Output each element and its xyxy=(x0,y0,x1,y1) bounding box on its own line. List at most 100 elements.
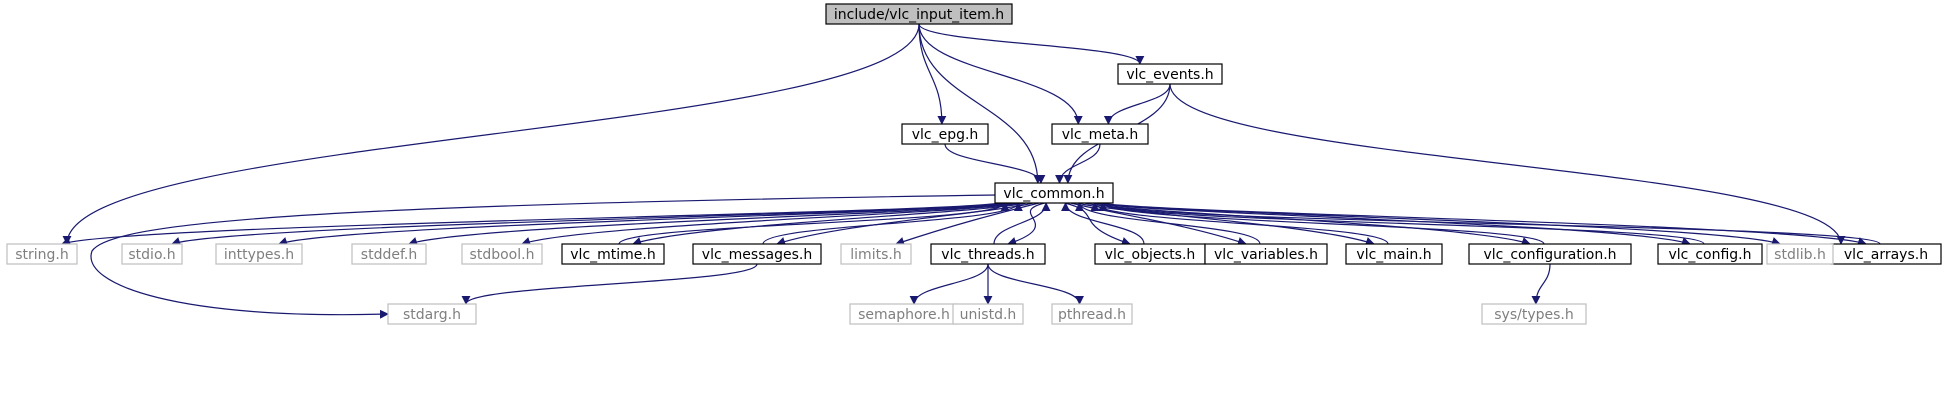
node-mtime[interactable]: vlc_mtime.h xyxy=(561,243,665,265)
edge-configuration-to-common xyxy=(1098,202,1545,245)
node-common[interactable]: vlc_common.h xyxy=(994,182,1114,204)
node-objects[interactable]: vlc_objects.h xyxy=(1094,243,1206,265)
node-configuration-label: vlc_configuration.h xyxy=(1483,247,1616,263)
node-main-label: vlc_main.h xyxy=(1356,247,1431,263)
edge-events-to-arrays xyxy=(1169,83,1846,245)
node-stddef: stddef.h xyxy=(351,243,427,265)
edge-epg-to-common xyxy=(944,143,1046,184)
edge-layer xyxy=(61,23,1881,319)
node-stdio-label: stdio.h xyxy=(128,247,175,263)
node-stdio: stdio.h xyxy=(121,243,183,265)
node-stdbool: stdbool.h xyxy=(461,243,543,265)
node-limits: limits.h xyxy=(840,243,912,265)
node-root-box xyxy=(825,3,1013,25)
edge-variables-to-common xyxy=(1075,202,1261,245)
node-string-label: string.h xyxy=(15,247,69,263)
node-pthread: pthread.h xyxy=(1051,303,1133,325)
edge-messages-to-common xyxy=(762,202,1023,245)
node-semaphore: semaphore.h xyxy=(849,303,959,325)
edge-messages-to-stdarg xyxy=(461,263,758,305)
node-string-box xyxy=(6,243,78,265)
node-mtime-label: vlc_mtime.h xyxy=(570,247,655,263)
node-arrays-label: vlc_arrays.h xyxy=(1844,247,1928,263)
node-meta[interactable]: vlc_meta.h xyxy=(1051,123,1149,145)
node-inttypes-box xyxy=(215,243,303,265)
node-threads-box xyxy=(930,243,1046,265)
node-threads[interactable]: vlc_threads.h xyxy=(930,243,1046,265)
node-systypes-box xyxy=(1481,303,1587,325)
node-unistd-label: unistd.h xyxy=(960,307,1017,323)
node-main-box xyxy=(1345,243,1443,265)
node-stdarg: stdarg.h xyxy=(387,303,477,325)
node-unistd: unistd.h xyxy=(952,303,1024,325)
node-common-box xyxy=(994,182,1114,204)
edge-root-to-epg xyxy=(918,23,947,125)
edge-mtime-to-common xyxy=(618,202,1010,245)
node-messages-box xyxy=(692,243,822,265)
edge-meta-to-common xyxy=(1055,143,1101,184)
node-stdlib-label: stdlib.h xyxy=(1774,247,1826,263)
node-epg[interactable]: vlc_epg.h xyxy=(901,123,989,145)
edge-main-to-common xyxy=(1090,202,1389,245)
node-stdarg-label: stdarg.h xyxy=(403,307,461,323)
node-pthread-label: pthread.h xyxy=(1058,307,1126,323)
node-limits-box xyxy=(840,243,912,265)
node-stdbool-label: stdbool.h xyxy=(470,247,535,263)
node-stdio-box xyxy=(121,243,183,265)
node-layer: include/vlc_input_item.h string.h vlc_epg.… xyxy=(6,3,1942,325)
node-configuration[interactable]: vlc_configuration.h xyxy=(1468,243,1632,265)
node-stdlib: stdlib.h xyxy=(1766,243,1834,265)
node-messages-label: vlc_messages.h xyxy=(702,247,812,263)
node-arrays[interactable]: vlc_arrays.h xyxy=(1830,243,1942,265)
edge-common-to-limits xyxy=(895,202,1040,246)
node-epg-box xyxy=(901,123,989,145)
node-main[interactable]: vlc_main.h xyxy=(1345,243,1443,265)
node-config[interactable]: vlc_config.h xyxy=(1657,243,1763,265)
node-config-label: vlc_config.h xyxy=(1668,247,1751,263)
edge-common-to-inttypes xyxy=(278,202,1009,246)
node-limits-label: limits.h xyxy=(850,247,901,263)
edge-root-to-common xyxy=(918,23,1043,184)
node-stdlib-box xyxy=(1766,243,1834,265)
edge-arrays-to-common xyxy=(1098,202,1881,245)
edge-common-to-messages xyxy=(776,202,1034,246)
node-inttypes-label: inttypes.h xyxy=(224,247,294,263)
edge-root-to-meta xyxy=(918,23,1083,125)
node-common-label: vlc_common.h xyxy=(1003,186,1104,202)
edge-common-to-stdbool xyxy=(521,202,1021,246)
edge-threads-to-pthread xyxy=(987,263,1084,305)
node-stddef-label: stddef.h xyxy=(361,247,417,263)
edge-common-to-stddef xyxy=(408,202,1015,246)
node-meta-label: vlc_meta.h xyxy=(1062,127,1139,143)
node-stdarg-box xyxy=(387,303,477,325)
node-systypes: sys/types.h xyxy=(1481,303,1587,325)
node-mtime-box xyxy=(561,243,665,265)
node-events-box xyxy=(1117,63,1223,85)
node-variables-label: vlc_variables.h xyxy=(1214,247,1318,263)
node-events[interactable]: vlc_events.h xyxy=(1117,63,1223,85)
edge-common-to-stdio xyxy=(171,202,1004,246)
node-meta-box xyxy=(1051,123,1149,145)
edge-common-to-mtime xyxy=(632,202,1027,246)
node-root-label: include/vlc_input_item.h xyxy=(834,7,1004,23)
node-pthread-box xyxy=(1051,303,1133,325)
node-threads-label: vlc_threads.h xyxy=(941,247,1034,263)
edge-common-to-arrays xyxy=(1101,202,1867,246)
node-variables-box xyxy=(1204,243,1328,265)
node-root[interactable]: include/vlc_input_item.h xyxy=(825,3,1013,25)
node-unistd-box xyxy=(952,303,1024,325)
node-configuration-box xyxy=(1468,243,1632,265)
node-events-label: vlc_events.h xyxy=(1126,67,1213,83)
edge-threads-to-common xyxy=(993,202,1051,245)
node-messages[interactable]: vlc_messages.h xyxy=(692,243,822,265)
edge-config-to-common xyxy=(1098,202,1705,245)
edge-common-to-threads xyxy=(1007,202,1045,246)
node-inttypes: inttypes.h xyxy=(215,243,303,265)
edge-configuration-to-systypes xyxy=(1531,263,1551,305)
node-systypes-label: sys/types.h xyxy=(1494,307,1573,323)
edge-common-to-stdarg xyxy=(90,194,998,319)
node-string: string.h xyxy=(6,243,78,265)
node-semaphore-label: semaphore.h xyxy=(858,307,950,323)
node-variables[interactable]: vlc_variables.h xyxy=(1204,243,1328,265)
edge-threads-to-semaphore xyxy=(909,263,989,305)
